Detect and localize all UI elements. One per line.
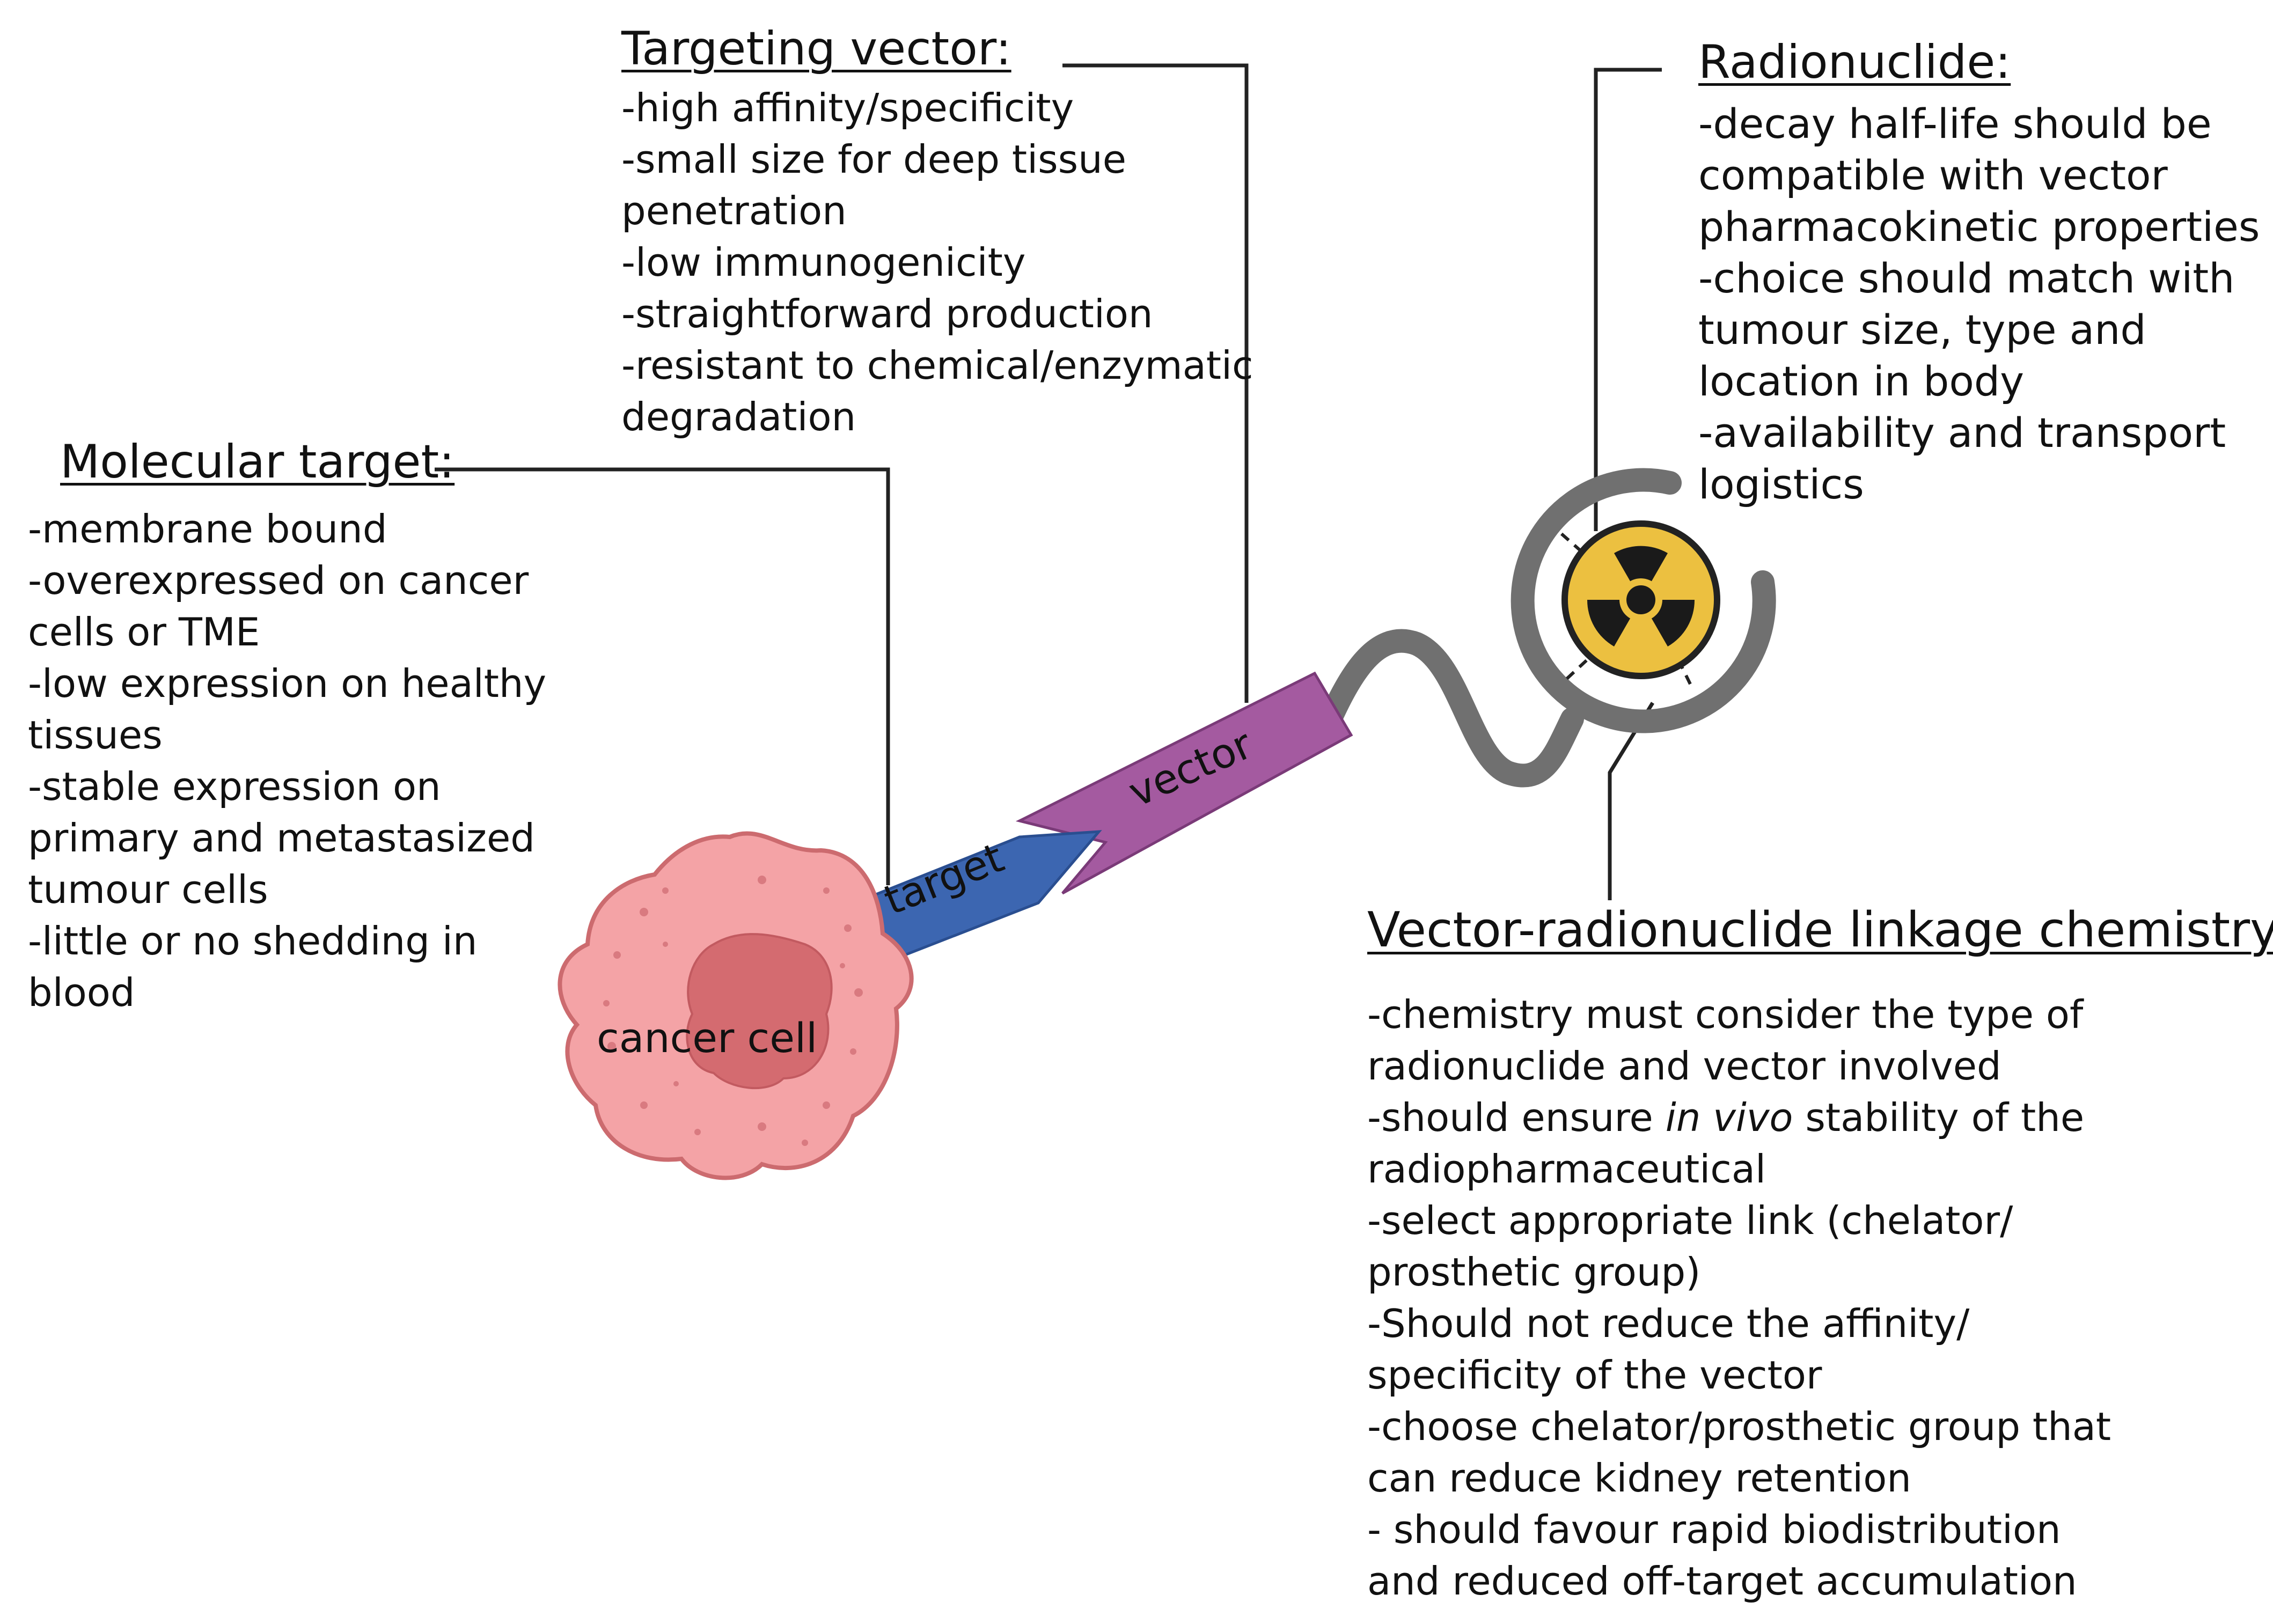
list-item: - should favour rapid biodistribution: [1367, 1507, 2061, 1552]
targeting-vector-leader-line: [1062, 63, 1249, 703]
list-item: -chemistry must consider the type of: [1367, 992, 2084, 1037]
list-item: -resistant to chemical/enzymatic: [621, 343, 1253, 388]
list-item: degradation: [621, 394, 856, 440]
list-item: -low immunogenicity: [621, 240, 1026, 285]
list-item: logistics: [1698, 460, 1864, 509]
list-item: -little or no shedding in: [28, 918, 478, 964]
list-item: location in body: [1698, 357, 2025, 406]
linkage-chemistry-block: Vector-radionuclide linkage chemistry: -…: [1367, 901, 2273, 1607]
radionuclide-heading: Radionuclide:: [1698, 35, 2011, 89]
list-item: cells or TME: [28, 609, 260, 655]
list-item: -select appropriate link (chelator/: [1367, 1198, 2013, 1243]
list-item: -high affinity/specificity: [621, 85, 1074, 131]
list-item: -overexpressed on cancer: [28, 558, 529, 604]
list-item: radiopharmaceutical: [1367, 1147, 1766, 1192]
list-item: tumour size, type and: [1698, 306, 2146, 354]
linkage-heading: Vector-radionuclide linkage chemistry:: [1367, 902, 2273, 958]
list-item: and reduced off-target accumulation: [1367, 1559, 2077, 1604]
cancer-cell-label: cancer cell: [597, 1014, 818, 1062]
molecular-target-heading: Molecular target:: [60, 435, 455, 489]
list-item: can reduce kidney retention: [1367, 1456, 1911, 1501]
list-item: -straightforward production: [621, 291, 1153, 337]
list-item: -membrane bound: [28, 506, 387, 552]
list-item: specificity of the vector: [1367, 1353, 1822, 1398]
list-item: tissues: [28, 712, 163, 758]
radionuclide-leader-line: [1594, 68, 1662, 531]
cancer-cell-illustration: [558, 831, 914, 1180]
list-item: prosthetic group): [1367, 1250, 1701, 1295]
list-item: tumour cells: [28, 867, 268, 913]
list-item: penetration: [621, 188, 847, 234]
nucleus: [686, 933, 833, 1090]
list-item: primary and metastasized: [28, 815, 535, 861]
list-item: radionuclide and vector involved: [1367, 1044, 2001, 1089]
in-vivo-italic: in vivo: [1665, 1095, 1793, 1140]
targeting-vector-block: Targeting vector: -high affinity/specifi…: [621, 21, 1253, 443]
list-item: -choose chelator/prosthetic group that: [1367, 1404, 2111, 1449]
list-item: -Should not reduce the affinity/: [1367, 1301, 1970, 1346]
list-item: -should ensure in vivo stability of the: [1367, 1095, 2085, 1140]
list-item: blood: [28, 970, 135, 1016]
list-item: -low expression on healthy: [28, 661, 547, 707]
linker-chain: [1314, 629, 1584, 788]
molecular-target-block: Molecular target: -membrane bound -overe…: [28, 435, 546, 1018]
chelator-ring: [1511, 468, 1776, 733]
list-item: -stable expression on: [28, 764, 441, 810]
list-item: -choice should match with: [1698, 254, 2235, 303]
radionuclide-block: Radionuclide: -decay half-life should be…: [1698, 35, 2260, 510]
molecular-target-leader-line: [435, 467, 890, 885]
list-item: compatible with vector: [1698, 151, 2168, 200]
list-item: pharmacokinetic properties: [1698, 203, 2260, 251]
list-item: -small size for deep tissue: [621, 137, 1127, 182]
targeting-vector-heading: Targeting vector:: [621, 22, 1011, 76]
radiation-trefoil-icon: [1561, 520, 1720, 679]
list-item: -decay half-life should be: [1698, 100, 2212, 148]
list-item: -availability and transport: [1698, 409, 2226, 457]
